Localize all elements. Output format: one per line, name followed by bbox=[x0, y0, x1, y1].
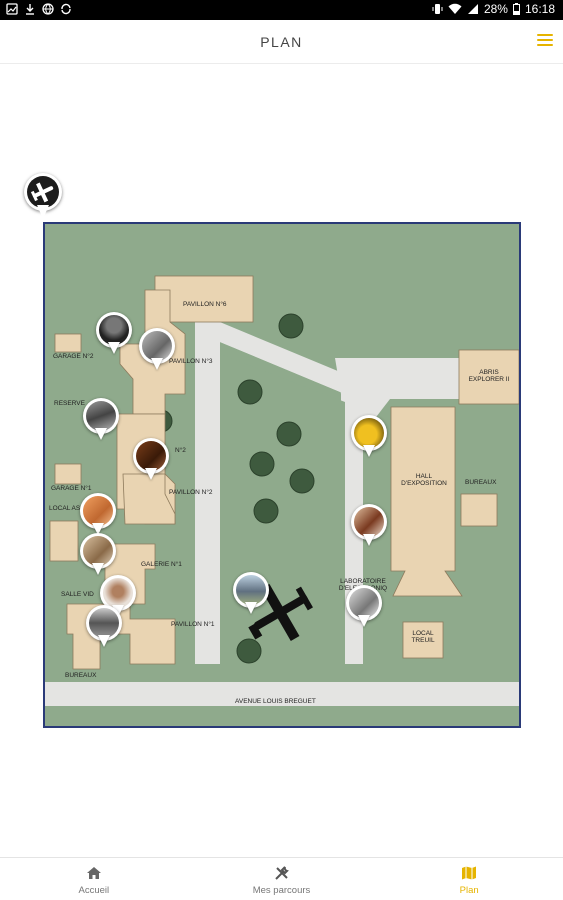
label-garage2: GARAGE N°2 bbox=[53, 353, 94, 360]
nav-mes-parcours[interactable]: Mes parcours bbox=[188, 858, 376, 900]
label-n2: N°2 bbox=[175, 447, 186, 454]
map-pin[interactable] bbox=[83, 398, 119, 442]
map-icon bbox=[462, 866, 477, 880]
nav-plan[interactable]: Plan bbox=[375, 858, 563, 900]
map-pin[interactable] bbox=[80, 493, 116, 537]
label-pavillon2: PAVILLON N°2 bbox=[169, 489, 213, 496]
download-icon bbox=[26, 4, 34, 15]
buildings bbox=[49, 275, 519, 670]
status-notification-icons bbox=[6, 3, 72, 15]
photo-workshop-icon bbox=[86, 401, 116, 431]
photo-engine-icon bbox=[354, 507, 384, 537]
map-area[interactable]: PAVILLON N°6 PAVILLON N°3 GARAGE N°2 RES… bbox=[0, 65, 563, 857]
bld-garage2 bbox=[54, 333, 82, 353]
vibrate-icon bbox=[432, 4, 443, 14]
bld-local-assoc bbox=[49, 520, 79, 562]
map-pin[interactable] bbox=[133, 438, 169, 482]
photo-yellow-icon bbox=[354, 418, 384, 448]
photo-orange-icon bbox=[83, 496, 113, 526]
label-galerie1: GALERIE N°1 bbox=[141, 561, 182, 568]
map-pin[interactable] bbox=[233, 572, 269, 616]
hamburger-menu-icon[interactable] bbox=[537, 34, 553, 48]
label-pavillon6: PAVILLON N°6 bbox=[183, 301, 227, 308]
status-system: 28% 16:18 bbox=[432, 2, 555, 16]
trees bbox=[149, 313, 315, 664]
label-abris: ABRIS EXPLORER II bbox=[468, 369, 510, 383]
site-map-drawing bbox=[45, 224, 519, 726]
nav-accueil-label: Accueil bbox=[78, 885, 110, 896]
photo-machine-icon bbox=[142, 331, 172, 361]
home-icon bbox=[86, 867, 101, 879]
bld-pavillon6 bbox=[154, 275, 254, 323]
label-avenue: AVENUE LOUIS BREGUET bbox=[235, 698, 316, 705]
map-pin[interactable] bbox=[351, 504, 387, 548]
aircraft-pin[interactable] bbox=[24, 173, 62, 221]
map-pin[interactable] bbox=[86, 605, 122, 649]
nav-mes-parcours-label: Mes parcours bbox=[252, 885, 311, 896]
battery-icon bbox=[512, 3, 520, 15]
label-reserve: RESERVE bbox=[54, 400, 85, 407]
label-garage1: GARAGE N°1 bbox=[51, 485, 92, 492]
photo-interior-icon bbox=[136, 441, 166, 471]
bld-garage1 bbox=[54, 463, 82, 485]
photo-group-icon bbox=[89, 608, 119, 638]
bld-bureaux-right bbox=[460, 493, 498, 527]
label-local-treuil: LOCAL TREUIL bbox=[411, 630, 435, 644]
label-pavillon3: PAVILLON N°3 bbox=[169, 358, 213, 365]
bld-hall bbox=[390, 406, 463, 597]
map-pin[interactable] bbox=[346, 585, 382, 629]
status-bar: 28% 16:18 bbox=[0, 0, 563, 20]
tools-icon bbox=[274, 866, 289, 880]
central-lawn bbox=[220, 354, 345, 682]
photo-lab-icon bbox=[349, 588, 379, 618]
page-title: PLAN bbox=[260, 34, 303, 50]
site-map[interactable]: PAVILLON N°6 PAVILLON N°3 GARAGE N°2 RES… bbox=[43, 222, 521, 728]
aircraft-silhouette bbox=[248, 584, 313, 641]
signal-icon bbox=[467, 4, 478, 14]
label-salle-vid: SALLE VID bbox=[61, 591, 94, 598]
label-local-assoc: LOCAL ASSOCIA bbox=[49, 505, 101, 512]
photo-person-icon bbox=[103, 578, 133, 608]
airplane-icon bbox=[30, 182, 54, 203]
globe-icon bbox=[42, 3, 54, 15]
sync-icon bbox=[61, 3, 71, 15]
battery-level: 28% bbox=[483, 2, 508, 16]
gallery-icon bbox=[6, 3, 18, 15]
road-left-vertical bbox=[195, 320, 345, 682]
map-pin[interactable] bbox=[139, 328, 175, 372]
label-hall: HALL D'EXPOSITION bbox=[401, 473, 447, 487]
label-bureaux-left: BUREAUX bbox=[65, 672, 97, 679]
label-bureaux-right: BUREAUX bbox=[465, 479, 497, 486]
bottom-nav: Accueil Mes parcours Plan bbox=[0, 857, 563, 900]
nav-plan-label: Plan bbox=[459, 885, 479, 896]
photo-portrait-icon bbox=[99, 315, 129, 345]
wifi-icon bbox=[448, 3, 462, 14]
label-pavillon1: PAVILLON N°1 bbox=[171, 621, 215, 628]
photo-tools-icon bbox=[83, 536, 113, 566]
photo-aircraft-icon bbox=[236, 575, 266, 605]
map-pin[interactable] bbox=[80, 533, 116, 577]
bld-abris bbox=[458, 349, 519, 405]
map-pin[interactable] bbox=[96, 312, 132, 356]
bld-local-treuil bbox=[402, 621, 444, 659]
map-pin[interactable] bbox=[351, 415, 387, 459]
app-header: PLAN bbox=[0, 20, 563, 64]
status-time: 16:18 bbox=[524, 2, 555, 16]
nav-accueil[interactable]: Accueil bbox=[0, 858, 188, 900]
